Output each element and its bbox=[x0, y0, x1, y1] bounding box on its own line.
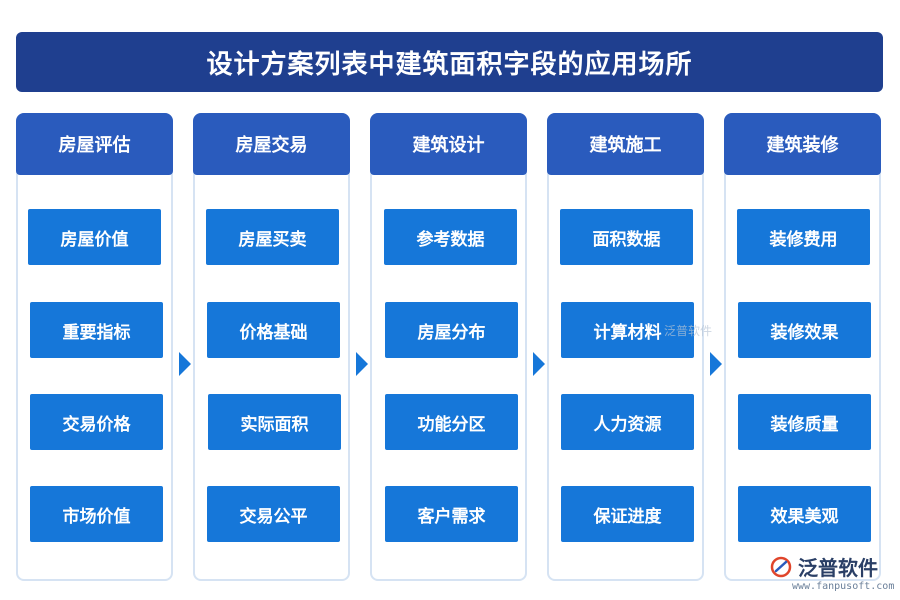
brand-logo: 泛普软件 bbox=[770, 552, 878, 581]
column-item: 面积数据 bbox=[560, 209, 693, 265]
column-item: 重要指标 bbox=[30, 302, 163, 358]
column-header: 建筑装修 bbox=[724, 113, 881, 175]
column-item: 客户需求 bbox=[385, 486, 518, 542]
column-header: 房屋交易 bbox=[193, 113, 350, 175]
fanpu-logo-icon bbox=[770, 556, 792, 577]
column-item: 交易价格 bbox=[30, 394, 163, 450]
column-item: 参考数据 bbox=[384, 209, 517, 265]
column-item: 保证进度 bbox=[561, 486, 694, 542]
column-header: 建筑施工 bbox=[547, 113, 704, 175]
column-item: 房屋价值 bbox=[28, 209, 161, 265]
arrow-right-icon bbox=[179, 352, 191, 376]
column-item: 房屋分布 bbox=[385, 302, 518, 358]
column-item: 效果美观 bbox=[738, 486, 871, 542]
column-item: 价格基础 bbox=[207, 302, 340, 358]
brand-url: www.fanpusoft.com bbox=[792, 581, 895, 592]
column-construction: 建筑施工 面积数据 计算材料 人力资源 保证进度 bbox=[547, 113, 704, 581]
column-decoration: 建筑装修 装修费用 装修效果 装修质量 效果美观 bbox=[724, 113, 881, 581]
arrow-right-icon bbox=[356, 352, 368, 376]
column-item: 房屋买卖 bbox=[206, 209, 339, 265]
arrow-right-icon bbox=[710, 352, 722, 376]
column-house-trading: 房屋交易 房屋买卖 价格基础 实际面积 交易公平 bbox=[193, 113, 350, 581]
column-house-appraisal: 房屋评估 房屋价值 重要指标 交易价格 市场价值 bbox=[16, 113, 173, 581]
column-item: 装修费用 bbox=[737, 209, 870, 265]
column-architectural-design: 建筑设计 参考数据 房屋分布 功能分区 客户需求 bbox=[370, 113, 527, 581]
column-item: 计算材料 bbox=[561, 302, 694, 358]
brand-name: 泛普软件 bbox=[798, 556, 878, 580]
diagram-title: 设计方案列表中建筑面积字段的应用场所 bbox=[16, 32, 883, 92]
column-item: 交易公平 bbox=[207, 486, 340, 542]
column-item: 功能分区 bbox=[385, 394, 518, 450]
column-item: 装修效果 bbox=[738, 302, 871, 358]
column-item: 人力资源 bbox=[561, 394, 694, 450]
arrow-right-icon bbox=[533, 352, 545, 376]
column-item: 实际面积 bbox=[208, 394, 341, 450]
column-header: 房屋评估 bbox=[16, 113, 173, 175]
column-item: 市场价值 bbox=[30, 486, 163, 542]
column-item: 装修质量 bbox=[738, 394, 871, 450]
column-header: 建筑设计 bbox=[370, 113, 527, 175]
watermark: 泛普软件 bbox=[664, 324, 713, 338]
